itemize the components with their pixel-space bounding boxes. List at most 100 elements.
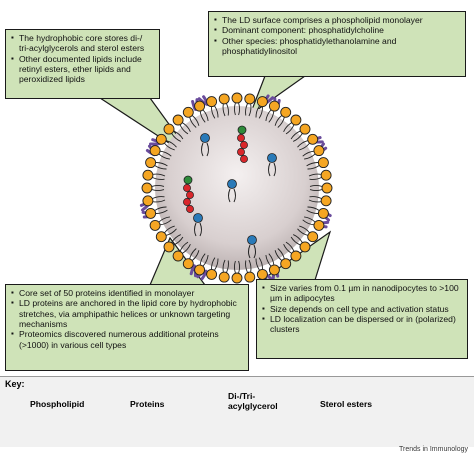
phospholipid-tail — [189, 248, 197, 259]
phospholipid-tail — [302, 150, 314, 157]
phospholipid-head — [268, 264, 280, 276]
phospholipid-tail — [171, 133, 181, 142]
phospholipid-head — [313, 219, 325, 231]
phospholipid-tail — [153, 199, 166, 203]
phospholipid-tail — [258, 106, 263, 119]
phospholipid-head — [142, 195, 154, 207]
phospholipid-tail — [199, 253, 206, 265]
sterol-ester-ring — [186, 205, 194, 213]
phospholipid-head — [290, 114, 302, 126]
sterol-ester-head — [183, 175, 193, 185]
phospholipid-tail — [248, 104, 252, 117]
phospholipid-tail — [160, 150, 172, 157]
phospholipid-tail — [268, 111, 275, 123]
droplet-core — [155, 106, 319, 270]
acylglycerol-head — [227, 179, 237, 189]
phospholipid-head — [307, 133, 319, 145]
phospholipid-tail — [166, 140, 177, 148]
phospholipid-head — [149, 145, 161, 157]
phospholipid-tail — [304, 216, 316, 223]
key-phospholipid-label: Phospholipid — [30, 399, 85, 409]
callout-core-item-1: The hydrophobic core stores di-/ tri-acy… — [11, 33, 154, 54]
key-acylglycerol-label: Di-/Tri- acylglycerol — [228, 391, 278, 412]
phospholipid-tail — [258, 257, 263, 270]
phospholipid-tail — [274, 250, 282, 261]
phospholipid-head — [231, 272, 243, 284]
phospholipid-tail — [307, 206, 320, 211]
acylglycerol-head — [193, 213, 203, 223]
phospholipid-tail — [158, 216, 170, 223]
phospholipid-tail — [255, 258, 260, 271]
phospholipid-tail — [265, 109, 272, 121]
phospholipid-tail — [189, 117, 197, 128]
callout-proteins-item-1: Core set of 50 proteins identified in mo… — [11, 288, 243, 298]
phospholipid-tail — [245, 103, 248, 116]
phospholipid-tail — [202, 109, 209, 121]
phospholipid-head — [155, 231, 167, 243]
phospholipid-head — [163, 123, 175, 135]
phospholipid-head — [172, 114, 184, 126]
callout-surface-item-3: Other species: phosphatidylethanolamine … — [214, 36, 460, 57]
callout-proteins-item-2: LD proteins are anchored in the lipid co… — [11, 298, 243, 329]
phospholipid-tail — [153, 173, 166, 177]
phospholipid-tail — [173, 236, 184, 246]
phospholipid-tail — [151, 185, 165, 187]
acylglycerol-head — [267, 153, 277, 163]
phospholipid-tail — [290, 236, 301, 246]
phospholipid-head — [206, 268, 218, 280]
acylglycerol-head — [247, 235, 257, 245]
phospholipid-head — [320, 195, 332, 207]
phospholipid-head — [313, 145, 325, 157]
callout-proteins: Core set of 50 proteins identified in mo… — [5, 284, 249, 371]
phospholipid-tail — [306, 162, 319, 167]
phospholipid-head — [231, 92, 243, 104]
phospholipid-tail — [309, 185, 323, 187]
phospholipid-head — [149, 219, 161, 231]
phospholipid-tail — [192, 250, 200, 261]
phospholipid-tail — [171, 234, 181, 243]
phospholipid-tail — [154, 206, 167, 211]
sterol-ester-ring — [186, 191, 194, 199]
phospholipid-tail — [214, 258, 219, 271]
sterol-ester-ring — [240, 155, 248, 163]
phospholipid-tail — [308, 173, 321, 177]
phospholipid-head — [280, 106, 292, 118]
phospholipid-head — [155, 133, 167, 145]
phospholipid-head — [320, 169, 332, 181]
sterol-ester-head — [237, 125, 247, 135]
phospholipid-tail — [222, 104, 226, 117]
phospholipid-tail — [166, 228, 177, 236]
phospholipid-tail — [245, 260, 248, 273]
phospholipid-tail — [173, 130, 184, 140]
phospholipid-tail — [255, 105, 260, 118]
phospholipid-tail — [268, 253, 275, 265]
phospholipid-tail — [160, 219, 172, 226]
phospholipid-head — [141, 182, 153, 194]
phospholipid-tail — [164, 143, 175, 151]
phospholipid-tail — [199, 111, 206, 123]
phospholipid-head — [244, 271, 256, 283]
phospholipid-head — [206, 96, 218, 108]
phospholipid-tail — [152, 196, 165, 199]
acylglycerol-tail — [228, 188, 236, 203]
phospholipid-tail — [283, 122, 292, 132]
phospholipid-tail — [285, 241, 295, 252]
phospholipid-head — [307, 231, 319, 243]
acylglycerol-tail — [248, 244, 256, 259]
phospholipid-head — [290, 250, 302, 262]
phospholipid-tail — [238, 260, 240, 274]
phospholipid-tail — [151, 189, 165, 191]
phospholipid-tail — [274, 115, 282, 126]
callout-surface-item-1: The LD surface comprises a phospholipid … — [214, 15, 460, 25]
phospholipid-head — [182, 106, 194, 118]
key-acylglycerol-label-line1: Di-/Tri- — [228, 391, 256, 401]
sterol-ester-ring — [240, 141, 248, 149]
phospholipid-head — [268, 100, 280, 112]
phospholipid-monolayer — [141, 92, 333, 284]
phospholipid-head — [163, 241, 175, 253]
callout-surface: The LD surface comprises a phospholipid … — [208, 11, 466, 77]
phospholipid-tail — [297, 228, 308, 236]
sterol-ester-ring — [237, 134, 245, 142]
callout-surface-item-2: Dominant component: phosphatidylcholine — [214, 25, 460, 35]
